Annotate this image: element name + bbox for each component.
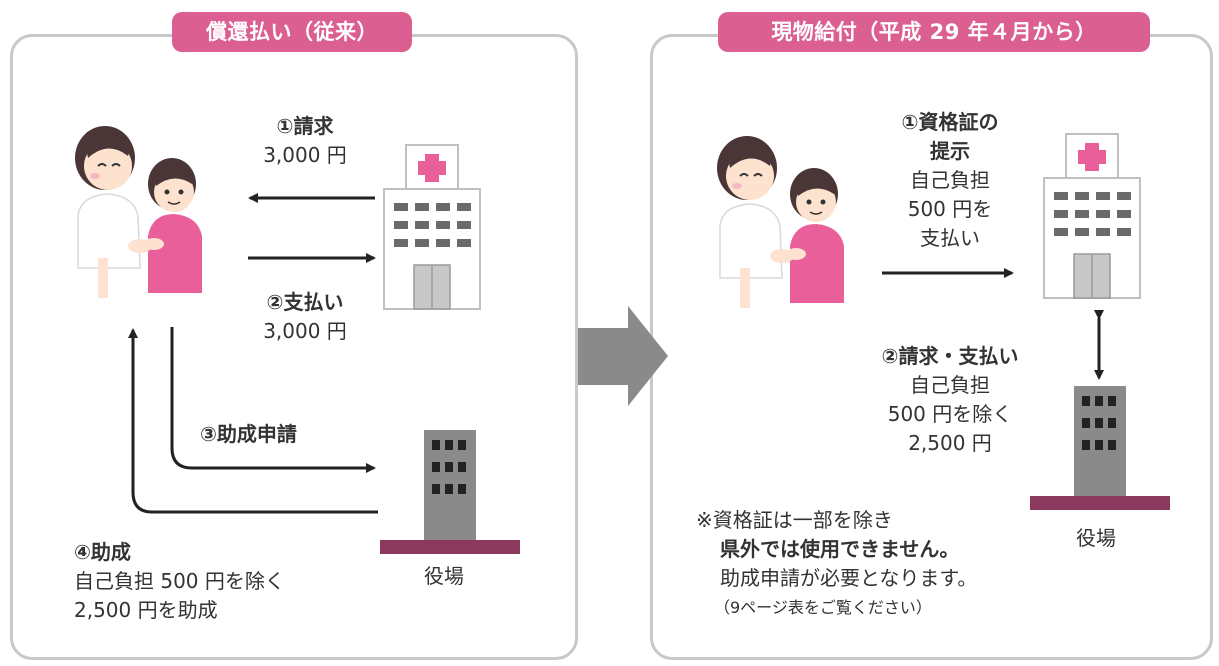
step2-block: ②支払い 3,000 円	[240, 288, 370, 346]
arrow-subsidy-payment	[128, 328, 378, 514]
right-step1-line1: 自己負担	[910, 168, 990, 192]
arrow-subsidy-application	[170, 327, 376, 473]
step3-label: ③助成申請	[200, 422, 297, 446]
note-line3: 助成申請が必要となります。	[720, 566, 978, 590]
step1-label: ①請求	[276, 114, 334, 138]
step4-line2: 2,500 円を助成	[74, 598, 218, 622]
transition-arrow	[578, 306, 668, 406]
right-step1-label-line1: ①資格証の	[901, 110, 999, 134]
step2-amount: 3,000 円	[263, 319, 347, 343]
conventional-title: 償還払い（従来）	[172, 12, 412, 52]
note-line1: ※資格証は一部を除き	[696, 508, 893, 532]
town-office-icon	[380, 430, 520, 554]
nurse-patient-illustration	[74, 125, 203, 299]
right-step2-label: ②請求・支払い	[881, 344, 1019, 368]
step4-block: ④助成 自己負担 500 円を除く 2,500 円を助成	[74, 538, 285, 625]
note-line2: 県外では使用できません。	[720, 537, 960, 561]
step4-line1: 自己負担 500 円を除く	[74, 569, 285, 593]
right-step2-line2: 500 円を除く	[887, 402, 1013, 426]
hospital-icon	[383, 144, 481, 310]
hospital-icon-right	[1043, 133, 1141, 299]
note-line4: （9ページ表をご覧ください）	[714, 598, 932, 617]
office-label: 役場	[424, 564, 464, 588]
step2-label: ②支払い	[266, 290, 344, 314]
right-step1-block: ①資格証の 提示 自己負担 500 円を 支払い	[880, 108, 1020, 253]
nurse-patient-illustration-right	[716, 135, 845, 309]
right-step2-block: ②請求・支払い 自己負担 500 円を除く 2,500 円	[860, 342, 1040, 458]
right-office-label: 役場	[1076, 526, 1116, 550]
step1-amount: 3,000 円	[263, 143, 347, 167]
step4-label: ④助成	[74, 540, 131, 564]
step1-block: ①請求 3,000 円	[240, 112, 370, 170]
town-office-icon-right	[1030, 386, 1170, 510]
right-step1-line3: 支払い	[920, 226, 980, 250]
certificate-note: ※資格証は一部を除き 県外では使用できません。 助成申請が必要となります。 （9…	[696, 506, 977, 622]
right-step1-label-line2: 提示	[930, 139, 970, 163]
right-step1-line2: 500 円を	[907, 197, 993, 221]
in-kind-title: 現物給付（平成 29 年４月から）	[718, 12, 1150, 52]
right-step2-line1: 自己負担	[910, 373, 990, 397]
right-step2-line3: 2,500 円	[908, 431, 992, 455]
